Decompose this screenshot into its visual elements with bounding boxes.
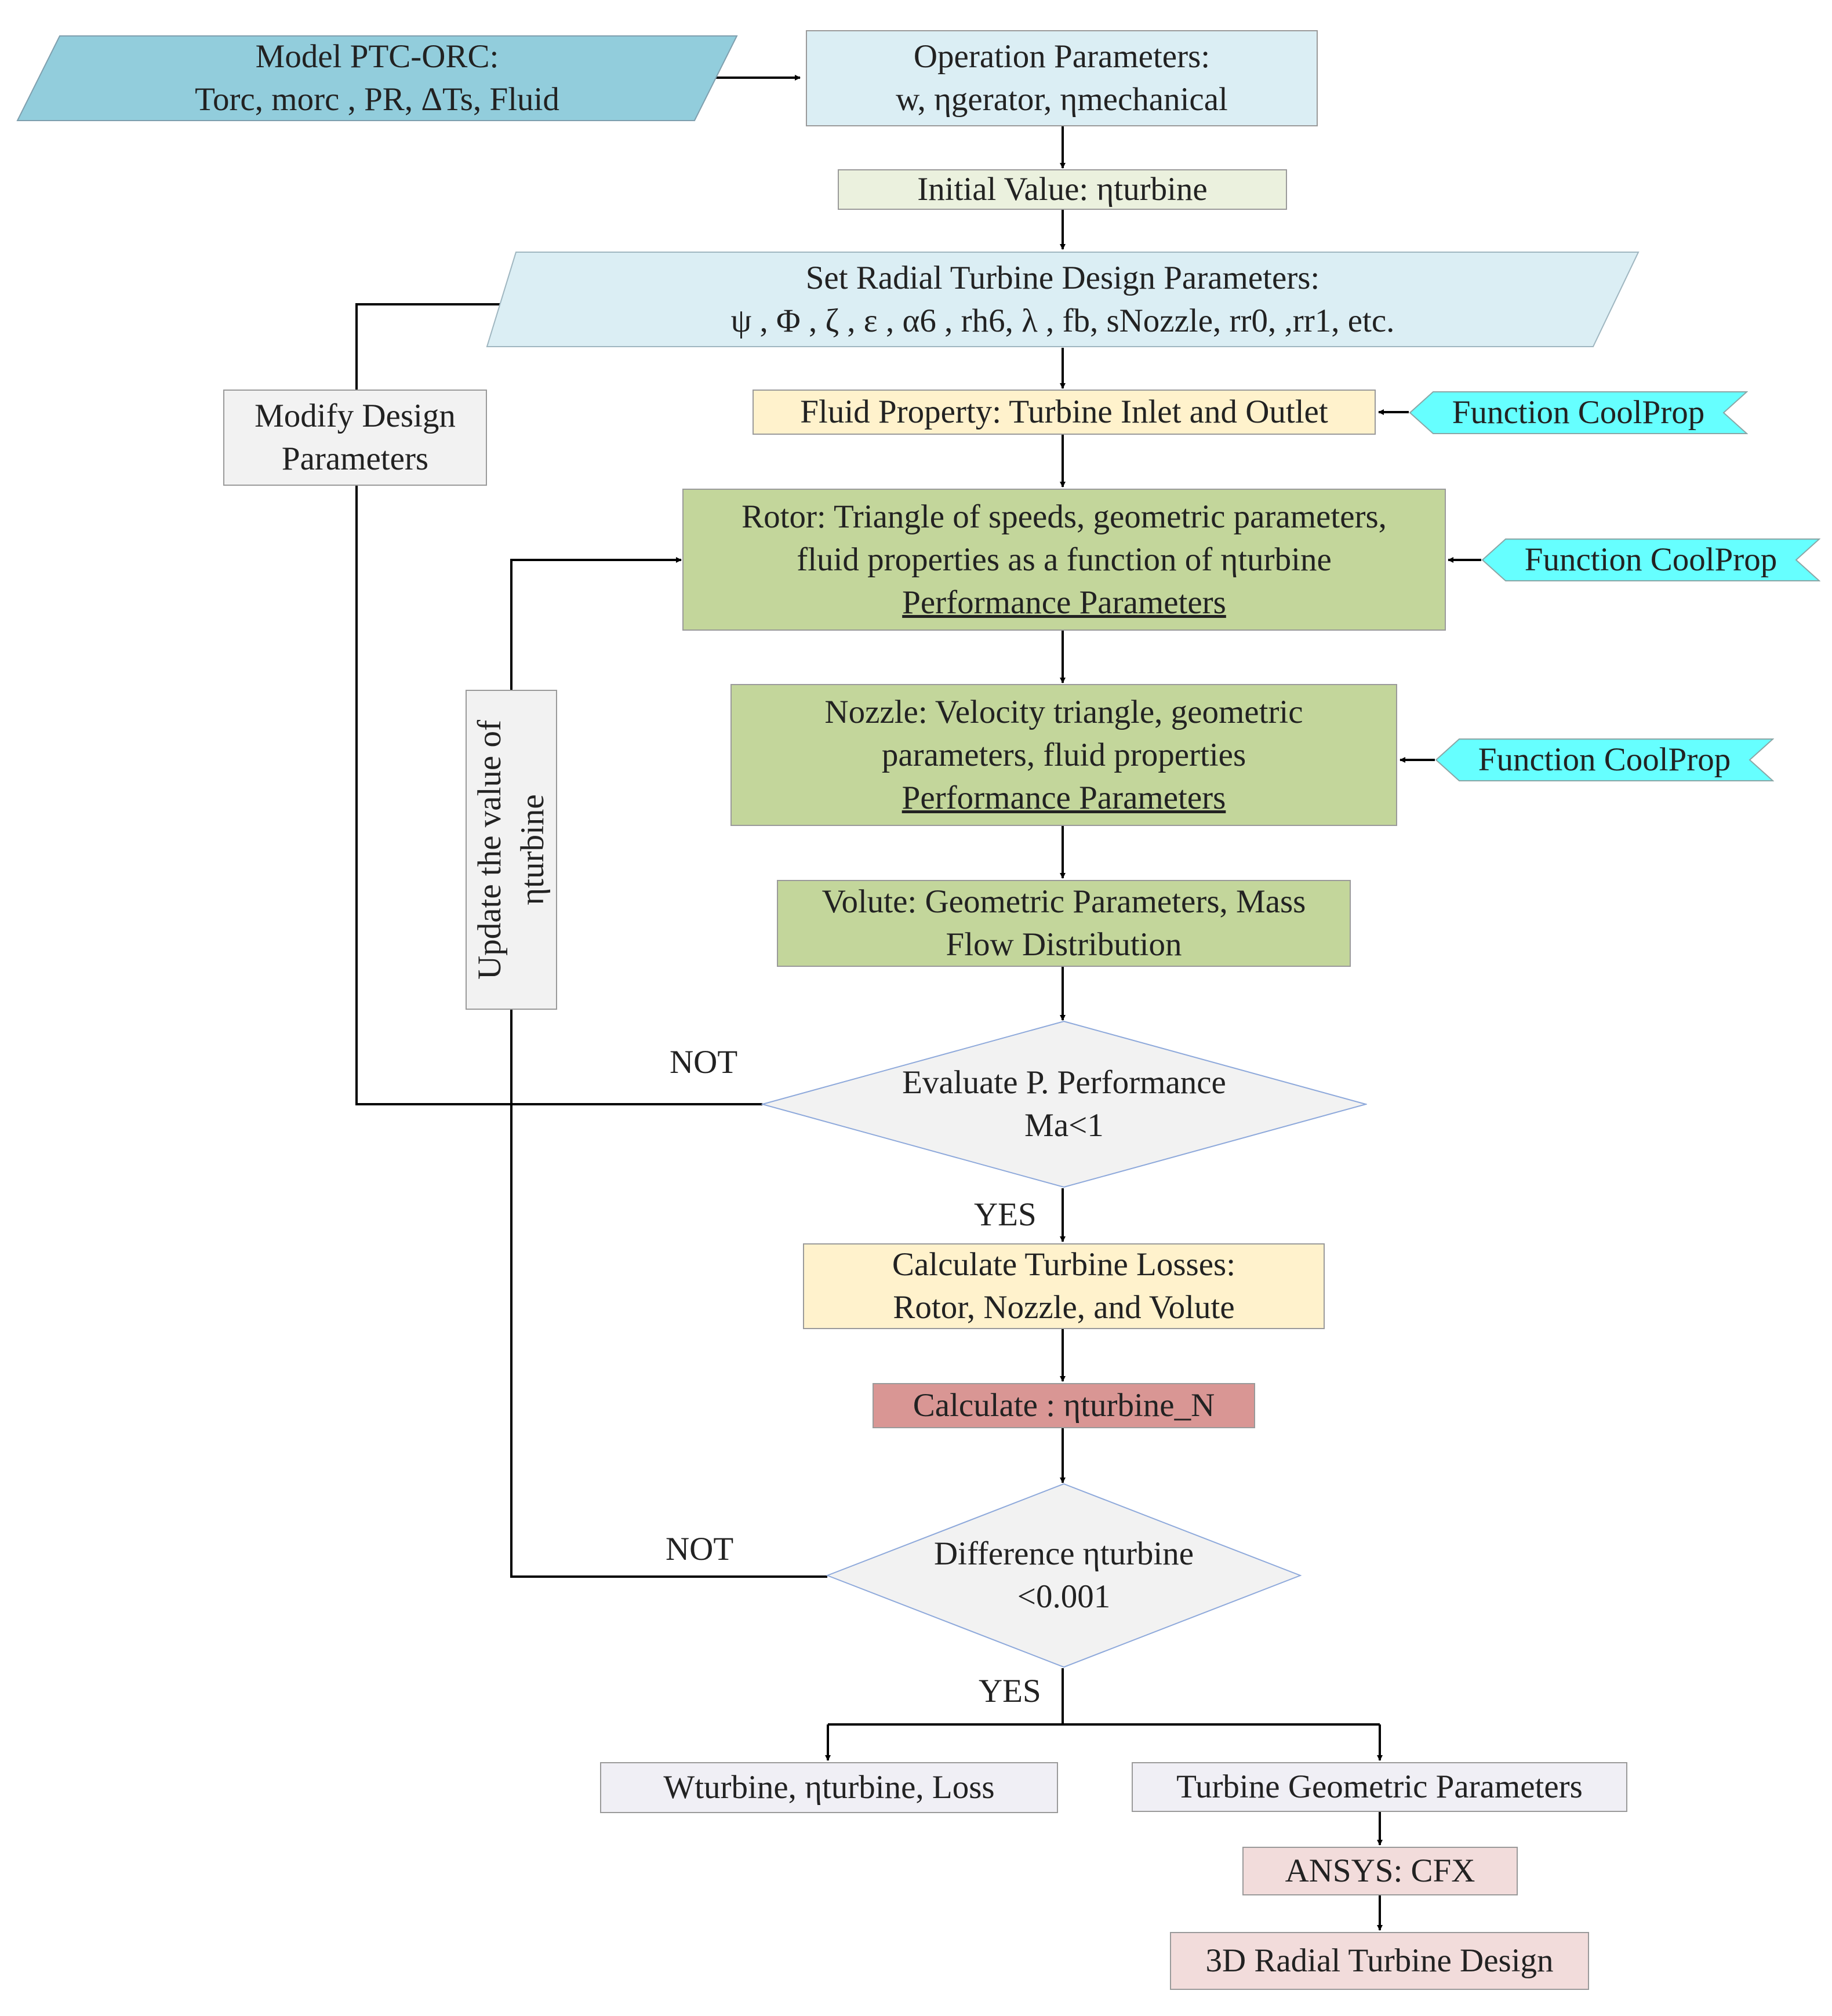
design-line2: ψ , Φ , ζ , ε , α6 , rh6, λ , fb, sNozzl… [730,302,1395,339]
coolprop-text-2: Function CoolProp [1524,541,1778,578]
operation-line2: w, ηgerator, ηmechanical [896,81,1228,118]
evaluate-line1: Evaluate P. Performance [902,1064,1226,1101]
losses-line2: Rotor, Nozzle, and Volute [893,1289,1235,1326]
coolprop-shape-2 [1481,538,1820,581]
nozzle-box: Nozzle: Velocity triangle, geometric par… [730,684,1397,826]
design-parallelogram-shape [486,252,1640,347]
difference-line2: <0.001 [1017,1578,1111,1615]
fluid-property-text: Fluid Property: Turbine Inlet and Outlet [800,394,1328,430]
volute-line2: Flow Distribution [946,926,1182,963]
turbine-losses-box: Calculate Turbine Losses: Rotor, Nozzle,… [803,1243,1325,1329]
rotor-box: Rotor: Triangle of speeds, geometric par… [682,489,1446,631]
operation-line1: Operation Parameters: [913,38,1211,75]
evaluate-line2: Ma<1 [1024,1107,1104,1144]
coolprop-node-2: Function CoolProp [1481,538,1820,582]
rotor-line2: fluid properties as a function of ηturbi… [797,541,1332,578]
difference-diamond-shape [826,1483,1302,1668]
geometric-text: Turbine Geometric Parameters [1176,1768,1583,1805]
model-ptc-orc-node: Model PTC-ORC: Torc, morc , PR, ΔTs, Flu… [16,35,738,122]
rotor-line1: Rotor: Triangle of speeds, geometric par… [741,498,1387,535]
model-line1: Model PTC-ORC: [255,38,499,75]
ansys-cfx-box: ANSYS: CFX [1242,1847,1518,1895]
design-parameters-node: Set Radial Turbine Design Parameters: ψ … [486,251,1640,348]
update-line1: Update the value of [471,720,508,980]
modify-design-box: Modify Design Parameters [223,390,487,486]
label-not-difference: NOT [666,1531,734,1567]
geometric-parameters-box: Turbine Geometric Parameters [1132,1762,1627,1812]
outputs-text: Wturbine, ηturbine, Loss [663,1769,995,1806]
turbine-outputs-box: Wturbine, ηturbine, Loss [600,1762,1058,1813]
label-yes-difference: YES [979,1673,1041,1709]
nozzle-performance-link: Performance Parameters [902,779,1226,816]
initial-value-text: Initial Value: ηturbine [917,171,1208,208]
nozzle-line1: Nozzle: Velocity triangle, geometric [824,693,1303,730]
coolprop-shape-1 [1409,391,1748,434]
coolprop-text-1: Function CoolProp [1452,394,1705,431]
model-line2: Torc, morc , PR, ΔTs, Fluid [195,81,559,118]
modify-line2: Parameters [281,441,429,477]
coolprop-node-3: Function CoolProp [1435,738,1774,782]
operation-parameters-box: Operation Parameters: w, ηgerator, ηmech… [806,30,1318,126]
loop-evaluate-to-modify [355,486,762,1105]
label-yes-evaluate: YES [974,1196,1037,1233]
ansys-text: ANSYS: CFX [1285,1853,1475,1889]
losses-line1: Calculate Turbine Losses: [892,1246,1236,1283]
calculate-eta-box: Calculate : ηturbine_N [873,1383,1255,1428]
evaluate-diamond-shape [761,1020,1367,1188]
coolprop-shape-3 [1435,738,1774,781]
radial-turbine-design-box: 3D Radial Turbine Design [1170,1932,1589,1990]
model-parallelogram-shape [16,35,738,121]
initial-value-box: Initial Value: ηturbine [838,169,1287,210]
difference-decision: Difference ηturbine <0.001 [826,1483,1302,1668]
difference-line1: Difference ηturbine [933,1535,1194,1572]
fluid-property-box: Fluid Property: Turbine Inlet and Outlet [753,390,1376,435]
loop-difference-to-update [510,1010,827,1578]
calculate-text: Calculate : ηturbine_N [913,1387,1215,1424]
volute-line1: Volute: Geometric Parameters, Mass [822,883,1306,920]
design-line1: Set Radial Turbine Design Parameters: [805,259,1320,296]
volute-box: Volute: Geometric Parameters, Mass Flow … [777,880,1351,967]
rotor-performance-link: Performance Parameters [902,584,1226,621]
update-value-box: Update the value of ηturbine [466,690,557,1010]
update-line2: ηturbine [514,794,551,905]
modify-line1: Modify Design [255,398,456,434]
evaluate-decision: Evaluate P. Performance Ma<1 [761,1020,1367,1188]
label-not-evaluate: NOT [670,1044,738,1080]
loop-update-to-rotor [510,557,682,690]
coolprop-text-3: Function CoolProp [1478,741,1731,778]
design3d-text: 3D Radial Turbine Design [1205,1942,1554,1979]
loop-modify-to-design [355,301,514,390]
coolprop-node-1: Function CoolProp [1409,391,1748,435]
nozzle-line2: parameters, fluid properties [881,736,1246,773]
